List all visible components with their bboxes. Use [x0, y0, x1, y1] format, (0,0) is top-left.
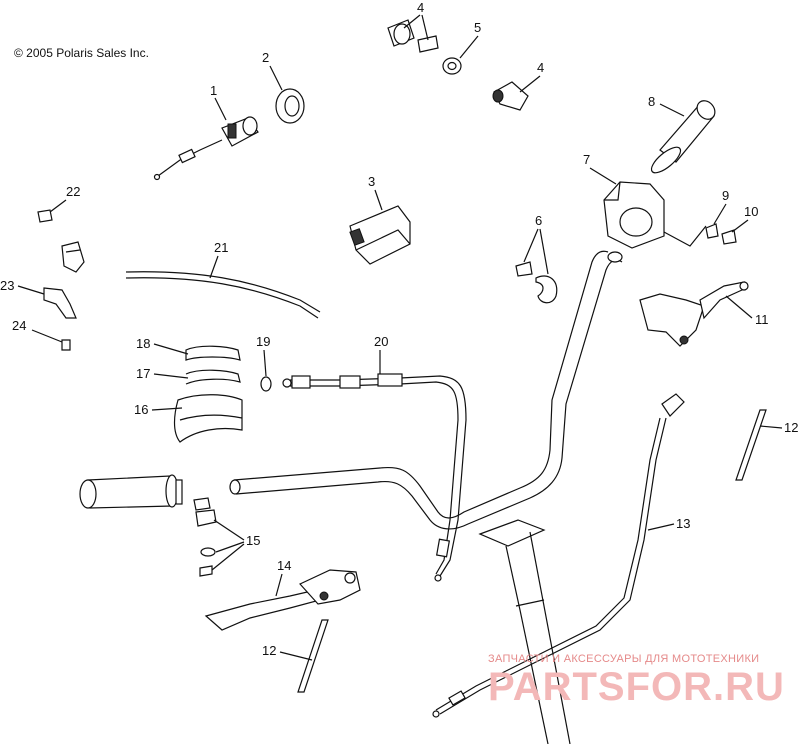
callout-4-top: 4	[417, 0, 424, 15]
part-15-hardware[interactable]	[193, 497, 217, 577]
part-23-bracket[interactable]	[43, 287, 77, 319]
part-3-switch-housing[interactable]	[349, 205, 411, 265]
part-22-clip[interactable]	[37, 209, 53, 223]
leader-13	[647, 523, 675, 531]
callout-4-right: 4	[537, 60, 544, 75]
part-4-key-switch[interactable]	[387, 19, 439, 53]
leader-8	[659, 103, 685, 117]
callout-18: 18	[136, 336, 150, 351]
leader-10	[731, 219, 749, 233]
part-2-nut[interactable]	[275, 88, 305, 124]
part-20-cable[interactable]	[282, 373, 467, 582]
part-5-ring-nut[interactable]	[442, 57, 462, 75]
leader-15-1	[213, 519, 245, 541]
part-12-strap-bottom[interactable]	[297, 619, 329, 693]
callout-2: 2	[262, 50, 269, 65]
part-13-throttle-cable[interactable]	[432, 393, 685, 718]
leader-22	[49, 199, 67, 213]
handlebar[interactable]	[229, 250, 623, 530]
leader-9	[713, 203, 727, 225]
callout-22: 22	[66, 184, 80, 199]
leader-24	[31, 329, 63, 343]
leader-5	[459, 35, 479, 59]
part-21-hose[interactable]	[125, 271, 321, 319]
leader-18	[153, 343, 189, 355]
callout-9: 9	[722, 188, 729, 203]
part-18-warmer-top[interactable]	[185, 345, 241, 361]
part-1-ignition-switch[interactable]	[153, 116, 259, 181]
leader-4b	[519, 75, 541, 93]
leader-1	[214, 97, 227, 121]
callout-8: 8	[648, 94, 655, 109]
part-16-warmer-bottom[interactable]	[173, 394, 243, 443]
callout-14: 14	[277, 558, 291, 573]
callout-5: 5	[474, 20, 481, 35]
mount-bracket[interactable]	[61, 241, 85, 273]
callout-24: 24	[12, 318, 26, 333]
callout-11: 11	[755, 312, 769, 327]
leader-23	[17, 285, 45, 295]
callout-23: 23	[0, 278, 14, 293]
callout-1: 1	[210, 83, 217, 98]
part-24-screw[interactable]	[61, 339, 71, 351]
part-10-nut[interactable]	[721, 229, 737, 245]
leader-15-3	[211, 543, 245, 571]
leader-7	[589, 167, 617, 185]
callout-12-bottom: 12	[262, 643, 276, 658]
part-4-switch[interactable]	[492, 81, 529, 111]
callout-10: 10	[744, 204, 758, 219]
leader-4a-2	[421, 14, 429, 41]
callout-21: 21	[214, 240, 228, 255]
callout-17: 17	[136, 366, 150, 381]
callout-16: 16	[134, 402, 148, 417]
leader-17	[153, 373, 189, 379]
callout-7: 7	[583, 152, 590, 167]
part-8-grip[interactable]	[648, 97, 719, 177]
leader-4a-1	[403, 14, 421, 29]
watermark-logo: PARTSFOR.RU	[488, 665, 785, 709]
part-7-throttle-housing[interactable]	[603, 181, 707, 249]
callout-20: 20	[374, 334, 388, 349]
steering-column	[478, 519, 571, 745]
part-11-brake-lever[interactable]	[639, 281, 749, 347]
leader-12b	[279, 651, 313, 661]
callout-13: 13	[676, 516, 690, 531]
leader-16	[151, 407, 183, 411]
callout-3: 3	[368, 174, 375, 189]
callout-6: 6	[535, 213, 542, 228]
leader-14	[275, 573, 283, 597]
watermark-tagline: ЗАПЧАСТИ И АКСЕССУАРЫ ДЛЯ МОТОТЕХНИКИ	[488, 653, 759, 665]
part-17-warmer-mid[interactable]	[185, 369, 241, 385]
leader-19	[263, 349, 267, 377]
callout-15: 15	[246, 533, 260, 548]
part-14-lever-assembly[interactable]	[204, 569, 361, 631]
part-19-plug[interactable]	[260, 376, 272, 392]
part-6-clamp[interactable]	[515, 261, 558, 304]
leader-6-2	[539, 228, 549, 275]
leader-3	[374, 189, 383, 211]
part-9-screw[interactable]	[705, 223, 719, 239]
leader-21	[209, 255, 219, 279]
leader-11	[725, 295, 753, 319]
left-grip[interactable]	[79, 474, 183, 509]
leader-2	[269, 65, 283, 91]
part-12-strap-right[interactable]	[735, 409, 767, 481]
copyright-text: © 2005 Polaris Sales Inc.	[14, 46, 149, 60]
callout-12-right: 12	[784, 420, 798, 435]
leader-15-2	[215, 541, 245, 553]
leader-12a	[759, 425, 783, 429]
callout-19: 19	[256, 334, 270, 349]
leader-6-1	[523, 228, 539, 263]
